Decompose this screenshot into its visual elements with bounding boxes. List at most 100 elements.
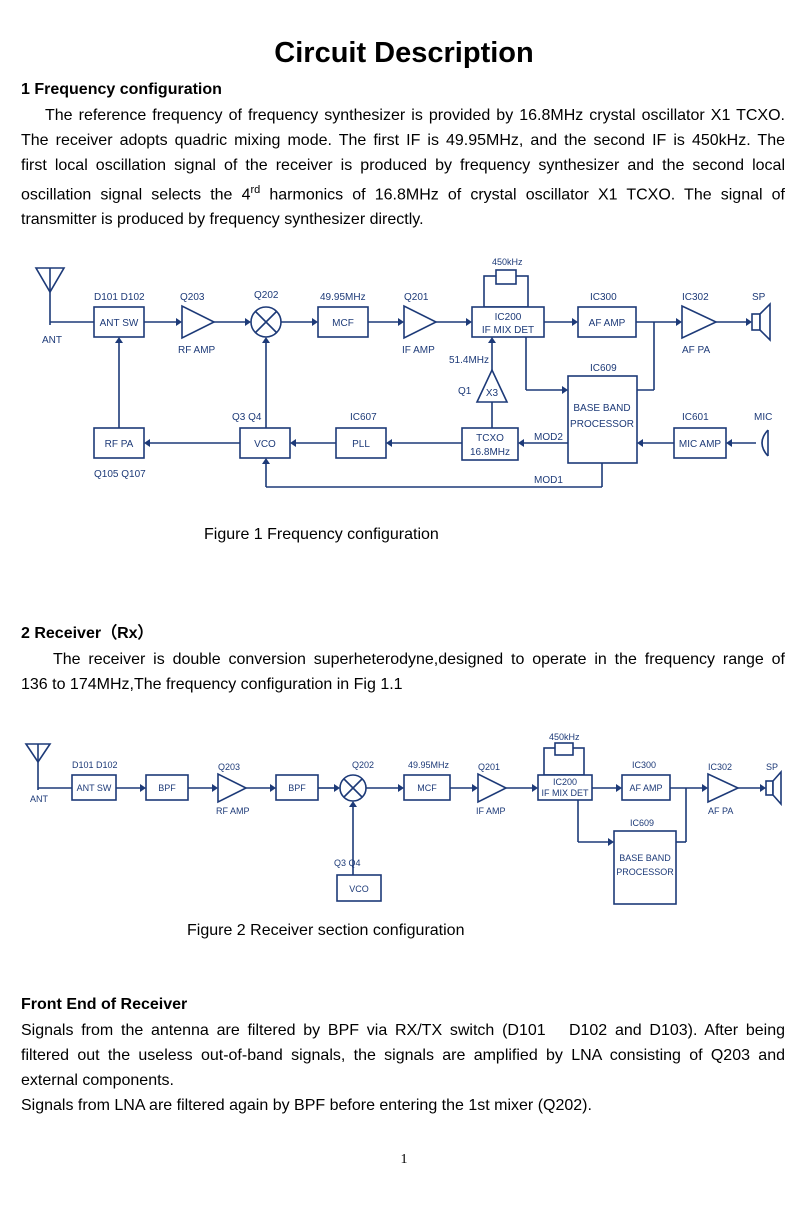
af-pa-triangle	[681, 304, 718, 340]
ic302-label: IC302	[708, 762, 732, 772]
d101-label: D101 D102	[94, 292, 145, 303]
text-line: filtered out the useless out-of-band sig…	[21, 1047, 785, 1064]
if-mix-label: IF MIX DET	[482, 325, 534, 336]
q201-label: Q201	[478, 762, 500, 772]
section2-paragraph: The receiver is double conversion superh…	[21, 647, 785, 697]
rf-amp-label: RF AMP	[178, 345, 216, 356]
section3-paragraph: Signals from the antenna are filtered by…	[21, 1018, 785, 1118]
speaker-icon	[751, 302, 771, 342]
mcf-label: MCF	[417, 783, 437, 793]
mcf-block	[403, 774, 451, 801]
pll-label: PLL	[352, 439, 370, 450]
sp-label: SP	[752, 292, 766, 303]
rf-pa-label: RF PA	[105, 439, 134, 450]
freq-450-label: 450kHz	[549, 732, 580, 742]
baseband-label-2: PROCESSOR	[616, 867, 674, 877]
mixer-icon	[250, 306, 282, 338]
mcf-block	[317, 306, 369, 338]
bpf-label-1: BPF	[158, 783, 176, 793]
page-number: 1	[400, 1152, 408, 1167]
mod1-label: MOD1	[534, 475, 563, 486]
text-line: external components.	[21, 1072, 174, 1089]
q202-label: Q202	[254, 290, 279, 301]
mcf-label: MCF	[332, 318, 354, 329]
sp-label: SP	[766, 762, 778, 772]
ant-label: ANT	[30, 794, 49, 804]
d101-label: D101 D102	[72, 760, 118, 770]
text-line: transmitter is produced by frequency syn…	[21, 211, 424, 229]
tcxo-block	[461, 427, 519, 461]
af-amp-label: AF AMP	[589, 318, 626, 329]
ic609-label: IC609	[590, 363, 617, 374]
antenna-icon	[34, 267, 94, 325]
ant-label: ANT	[42, 335, 62, 346]
af-pa-triangle	[707, 772, 740, 804]
baseband-label-1: BASE BAND	[619, 853, 671, 863]
superscript: rd	[250, 184, 261, 196]
antenna-icon	[24, 743, 72, 790]
bpf-label-2: BPF	[288, 783, 306, 793]
ic601-label: IC601	[682, 412, 709, 423]
ic200-label: IC200	[553, 777, 577, 787]
vco-block	[336, 874, 382, 902]
af-pa-label: AF PA	[682, 345, 710, 356]
q202-label: Q202	[352, 760, 374, 770]
speaker-icon	[765, 769, 782, 807]
if-mix-label: IF MIX DET	[542, 788, 590, 798]
section-heading-front-end: Front End of Receiver	[21, 996, 188, 1013]
af-amp-block	[577, 306, 637, 338]
figure1-caption: Figure 1 Frequency configuration	[204, 526, 439, 543]
freq-450-label: 450kHz	[492, 257, 523, 267]
ic607-label: IC607	[350, 412, 377, 423]
freq-4995-label: 49.95MHz	[320, 292, 366, 303]
rf-amp-triangle	[217, 772, 248, 804]
microphone-icon	[761, 429, 769, 457]
baseband-processor-block	[613, 830, 677, 905]
frequency-configuration-diagram: ANT D101 D102 ANT SW Q203 RF AMP Q202 49…	[34, 257, 772, 488]
section1-paragraph: The reference frequency of frequency syn…	[21, 103, 785, 232]
q1-label: Q1	[458, 386, 472, 397]
ic200-label: IC200	[495, 312, 522, 323]
text-line: 136 to 174MHz,The frequency configuratio…	[21, 676, 403, 693]
rf-amp-triangle	[181, 304, 216, 340]
ic300-label: IC300	[590, 292, 617, 303]
vco-label: VCO	[254, 439, 276, 450]
ant-sw-label: ANT SW	[77, 783, 112, 793]
ic300-label: IC300	[632, 760, 656, 770]
af-amp-label: AF AMP	[629, 783, 662, 793]
x3-label: X3	[486, 388, 499, 399]
bpf-block-1	[145, 774, 189, 801]
mod2-label: MOD2	[534, 432, 563, 443]
receiver-section-diagram: ANT D101 D102 ANT SW BPF Q203 RF AMP BPF…	[24, 732, 782, 905]
rf-amp-label: RF AMP	[216, 806, 250, 816]
mixer-icon	[339, 774, 367, 802]
ic200-block	[537, 774, 593, 801]
freq-4995-label: 49.95MHz	[408, 760, 450, 770]
mic-amp-label: MIC AMP	[679, 439, 722, 450]
text-fragment: oscillation signal selects the 4	[21, 186, 251, 204]
tcxo-label: TCXO	[476, 433, 504, 444]
if-amp-label: IF AMP	[476, 806, 506, 816]
baseband-label-1: BASE BAND	[573, 403, 630, 414]
text-line: first local oscillation signal of the re…	[21, 157, 785, 174]
page-title: Circuit Description	[274, 37, 534, 69]
ant-sw-block	[71, 774, 117, 801]
q105-label: Q105 Q107	[94, 469, 146, 480]
figure2-caption: Figure 2 Receiver section configuration	[187, 922, 465, 939]
ic200-block	[471, 306, 545, 338]
text-line: The reference frequency of frequency syn…	[45, 107, 785, 124]
text-line: The receiver is double conversion superh…	[53, 651, 785, 668]
af-pa-label: AF PA	[708, 806, 733, 816]
ceramic-filter-icon	[495, 269, 517, 285]
section-heading-frequency: 1 Frequency configuration	[21, 81, 222, 98]
text-line: The receiver adopts quadric mixing mode.…	[21, 132, 785, 149]
q201-label: Q201	[404, 292, 429, 303]
q3q4-label: Q3 Q4	[334, 858, 361, 868]
bpf-block-2	[275, 774, 319, 801]
text-line: Signals from the antenna are filtered by…	[21, 1022, 785, 1039]
vco-label: VCO	[349, 884, 369, 894]
text-line: Signals from LNA are filtered again by B…	[21, 1097, 592, 1114]
freq-168-label: 16.8MHz	[470, 447, 510, 458]
text-fragment: harmonics of 16.8MHz of crystal oscillat…	[260, 186, 786, 204]
mic-amp-block	[673, 427, 727, 459]
